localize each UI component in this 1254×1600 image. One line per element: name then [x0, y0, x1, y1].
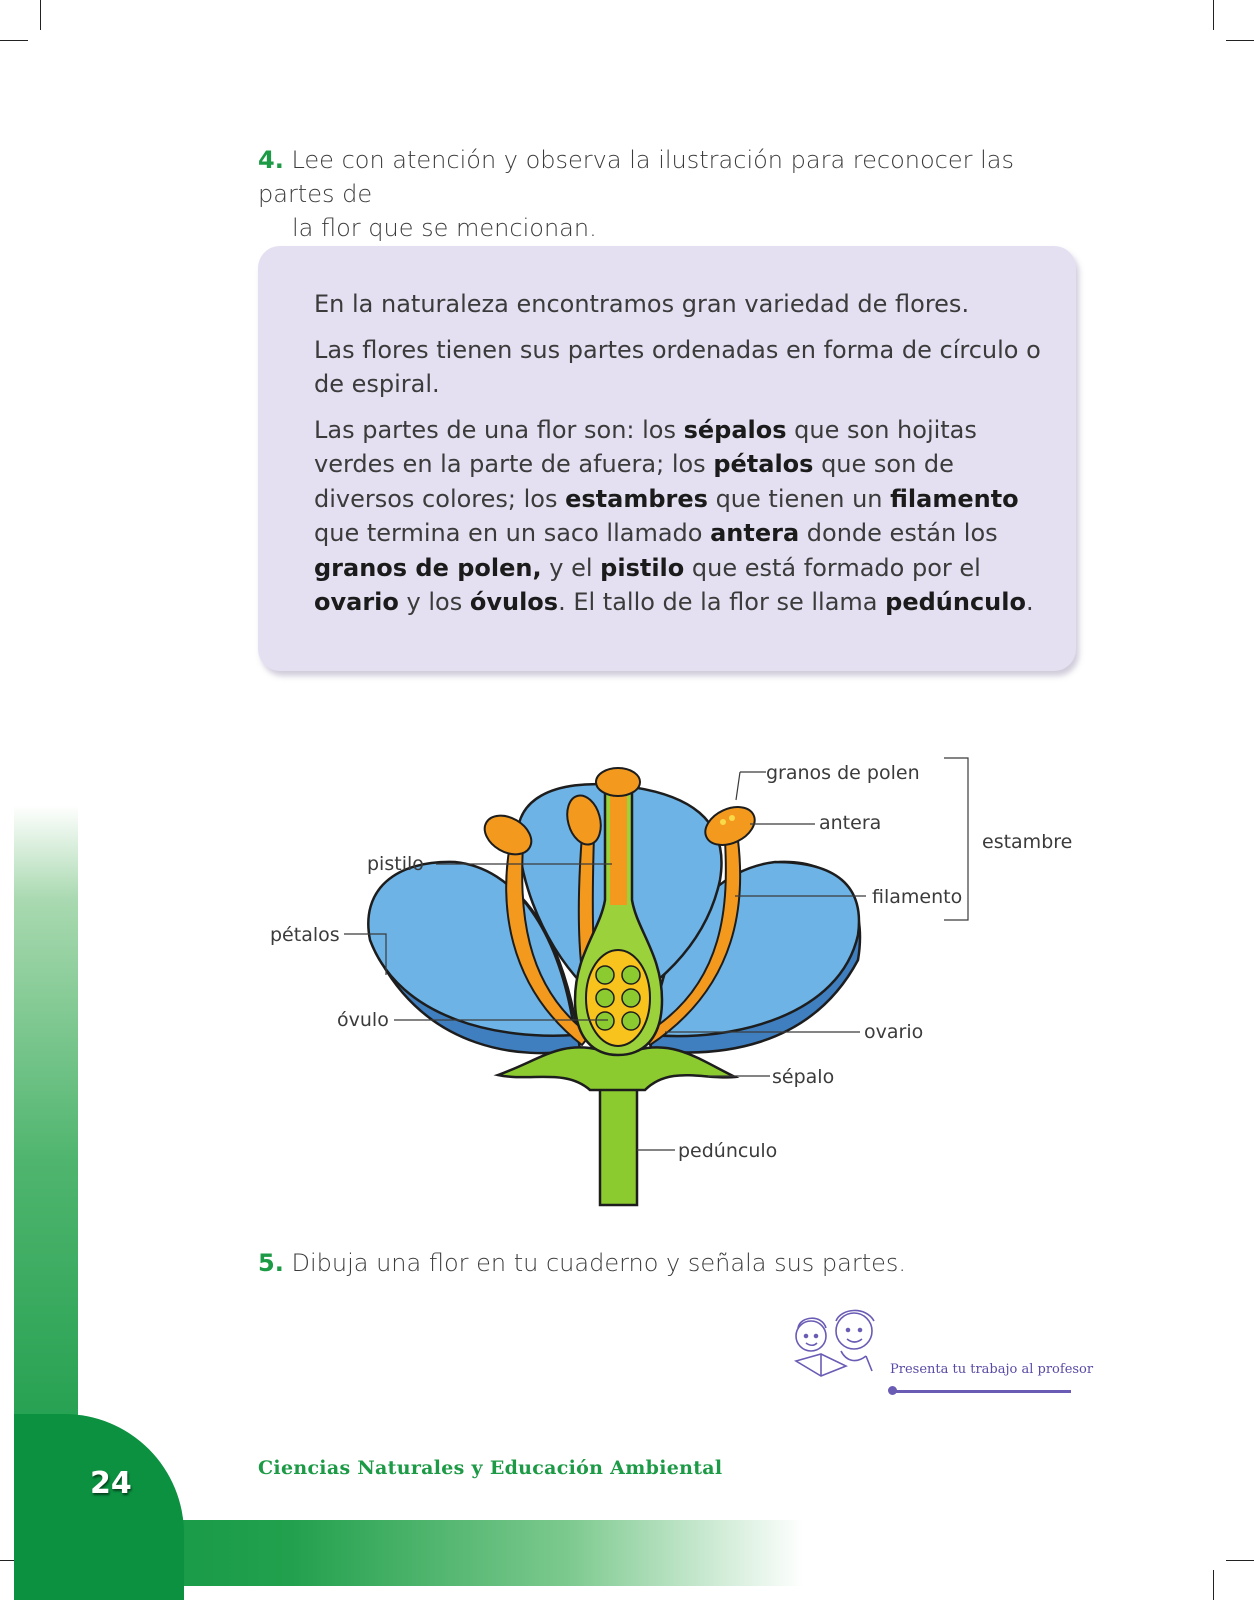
text-segment: Las partes de una flor son: los	[314, 415, 684, 444]
text-segment: . El tallo de la flor se llama	[558, 588, 886, 616]
label-pedunculo: pedúnculo	[678, 1140, 777, 1162]
question-text-line2: la flor que se mencionan.	[292, 214, 597, 242]
label-sepalo: sépalo	[772, 1066, 834, 1088]
info-paragraph-2: Las flores tienen sus partes ordenadas e…	[314, 335, 1041, 399]
info-box-text: En la naturaleza encontramos gran varied…	[314, 287, 1044, 631]
question-number: 5.	[258, 1249, 284, 1277]
stamen-left	[483, 814, 592, 1047]
info-paragraph-1: En la naturaleza encontramos gran varied…	[314, 290, 970, 318]
crop-mark	[1226, 40, 1254, 41]
label-petalos: pétalos	[270, 924, 340, 946]
page-number: 24	[90, 1466, 132, 1501]
bold-term: pedúnculo	[885, 588, 1026, 616]
bold-term: ovario	[314, 588, 399, 616]
text-segment: que tienen un	[707, 484, 891, 513]
info-box	[258, 246, 1076, 671]
bold-term: granos de polen,	[314, 553, 542, 582]
text-segment: .	[1025, 588, 1034, 616]
text-segment: que son de diversos colores; los	[314, 450, 954, 513]
text-segment: que son hojitas verdes en la parte de af…	[314, 415, 977, 479]
sepals	[493, 1046, 740, 1092]
bold-term: filamento	[890, 484, 1019, 513]
question-number: 4.	[258, 146, 284, 174]
question-5: 5. Dibuja una flor en tu cuaderno y seña…	[258, 1246, 906, 1280]
bold-term: pistilo	[600, 553, 685, 582]
label-ovulo: óvulo	[337, 1009, 389, 1031]
crop-mark	[0, 40, 28, 41]
crop-mark	[1213, 1570, 1214, 1600]
question-text: Dibuja una flor en tu cuaderno y señala …	[291, 1249, 907, 1277]
label-filamento: filamento	[872, 886, 962, 908]
present-note: Presenta tu trabajo al profesor	[890, 1362, 1094, 1377]
text-segment: y los	[398, 588, 470, 616]
crop-mark	[40, 0, 41, 30]
bold-term: antera	[710, 519, 800, 547]
crop-mark	[1213, 0, 1214, 30]
text-segment: donde están los	[799, 519, 998, 547]
crop-mark	[1226, 1560, 1254, 1561]
text-segment: y el	[541, 553, 601, 582]
pistil	[573, 767, 664, 1057]
ovule	[595, 1011, 615, 1031]
label-ovario: ovario	[864, 1021, 923, 1043]
kids-reading-illustration	[793, 1309, 875, 1377]
stamen-right	[641, 806, 756, 1047]
question-text-line1: Lee con atención y observa la ilustració…	[258, 146, 1014, 208]
book-title: Ciencias Naturales y Educación Ambiental	[258, 1457, 723, 1479]
text-segment: que termina en un saco llamado	[314, 519, 711, 547]
bold-term: óvulos	[469, 588, 559, 616]
bold-term: sépalos	[683, 415, 787, 444]
label-antera: antera	[819, 812, 881, 834]
label-pistilo: pistilo	[367, 853, 424, 875]
question-4: 4. Lee con atención y observa la ilustra…	[258, 143, 1078, 245]
ovule	[595, 988, 615, 1008]
text-segment: que está formado por el	[684, 553, 981, 582]
info-paragraph-3: Las partes de una flor son: los sépalos …	[314, 413, 1044, 620]
bold-term: estambres	[565, 484, 708, 513]
bold-term: pétalos	[713, 450, 814, 478]
ovule	[621, 988, 641, 1008]
label-granos-de-polen: granos de polen	[766, 762, 920, 784]
ovule	[595, 965, 615, 985]
ovule	[621, 1011, 641, 1031]
present-bullet	[888, 1386, 897, 1395]
label-estambre: estambre	[982, 831, 1072, 853]
present-underline	[893, 1390, 1071, 1393]
leader-lines	[344, 757, 969, 1151]
ovule	[621, 965, 641, 985]
